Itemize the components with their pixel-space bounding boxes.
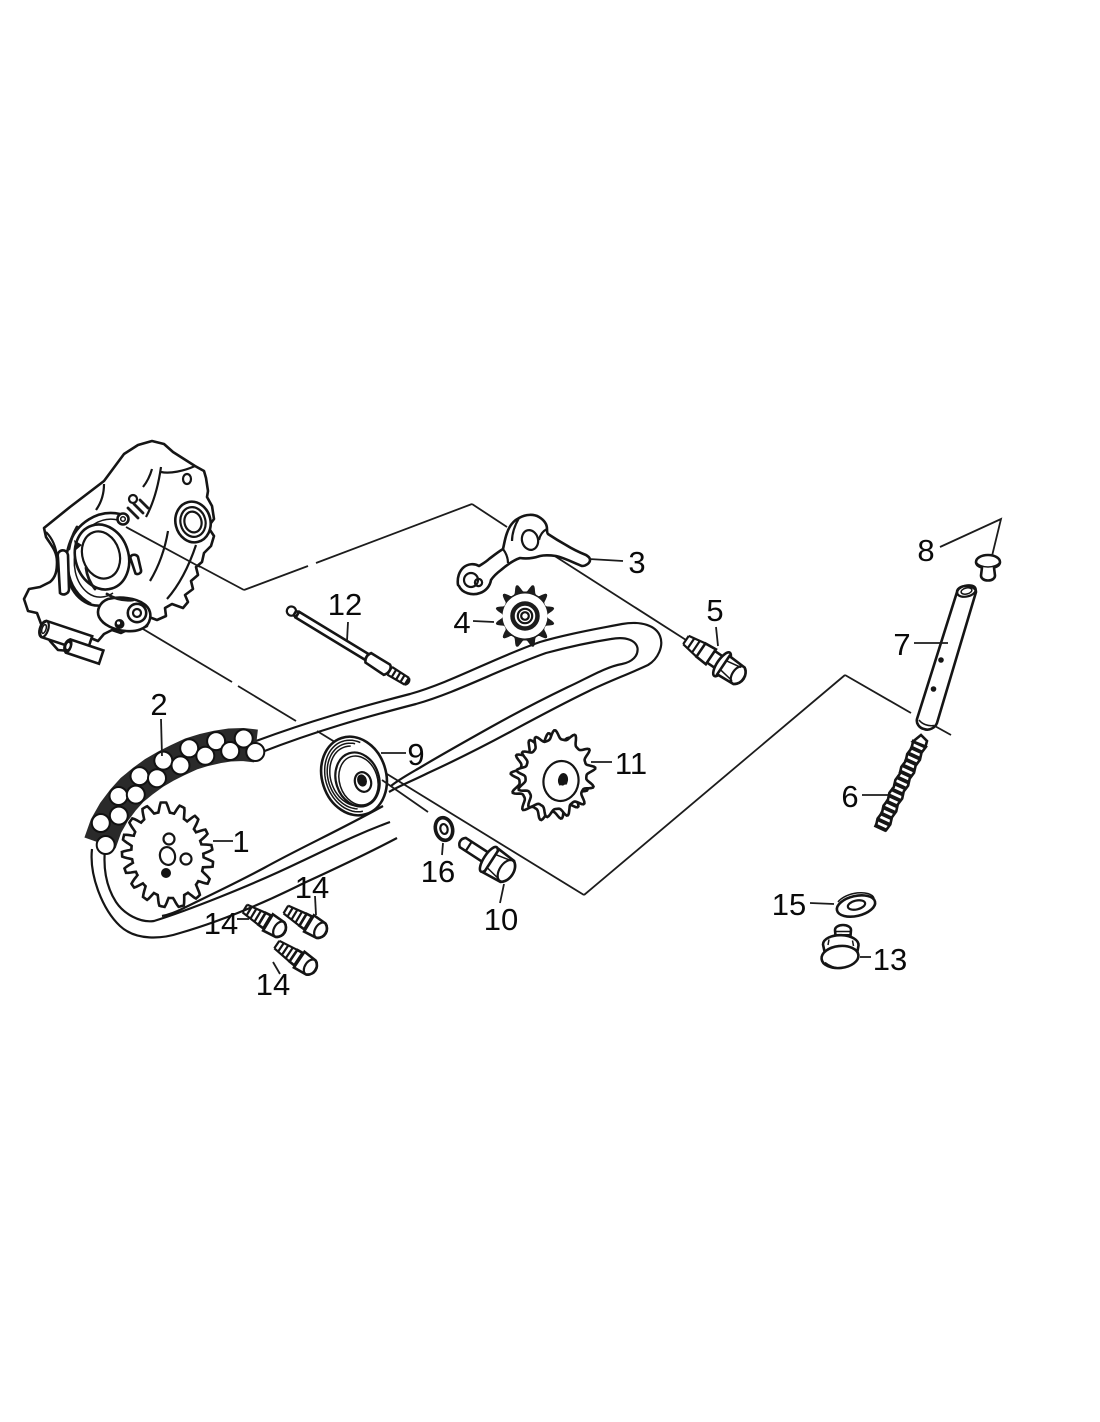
svg-text:11: 11 [615,746,647,781]
svg-text:7: 7 [893,627,910,662]
svg-text:16: 16 [421,854,455,889]
svg-text:14: 14 [295,870,329,905]
svg-text:9: 9 [407,737,424,772]
svg-text:14: 14 [256,967,290,1002]
svg-text:12: 12 [328,587,362,622]
svg-text:8: 8 [917,533,934,568]
svg-text:14: 14 [204,906,238,941]
svg-text:15: 15 [772,887,806,922]
svg-text:4: 4 [453,605,470,640]
svg-text:3: 3 [628,545,645,580]
svg-text:10: 10 [484,902,518,937]
svg-text:6: 6 [841,779,858,814]
svg-text:2: 2 [150,687,167,722]
svg-text:13: 13 [873,942,907,977]
svg-text:5: 5 [706,593,723,628]
svg-text:1: 1 [232,824,249,859]
